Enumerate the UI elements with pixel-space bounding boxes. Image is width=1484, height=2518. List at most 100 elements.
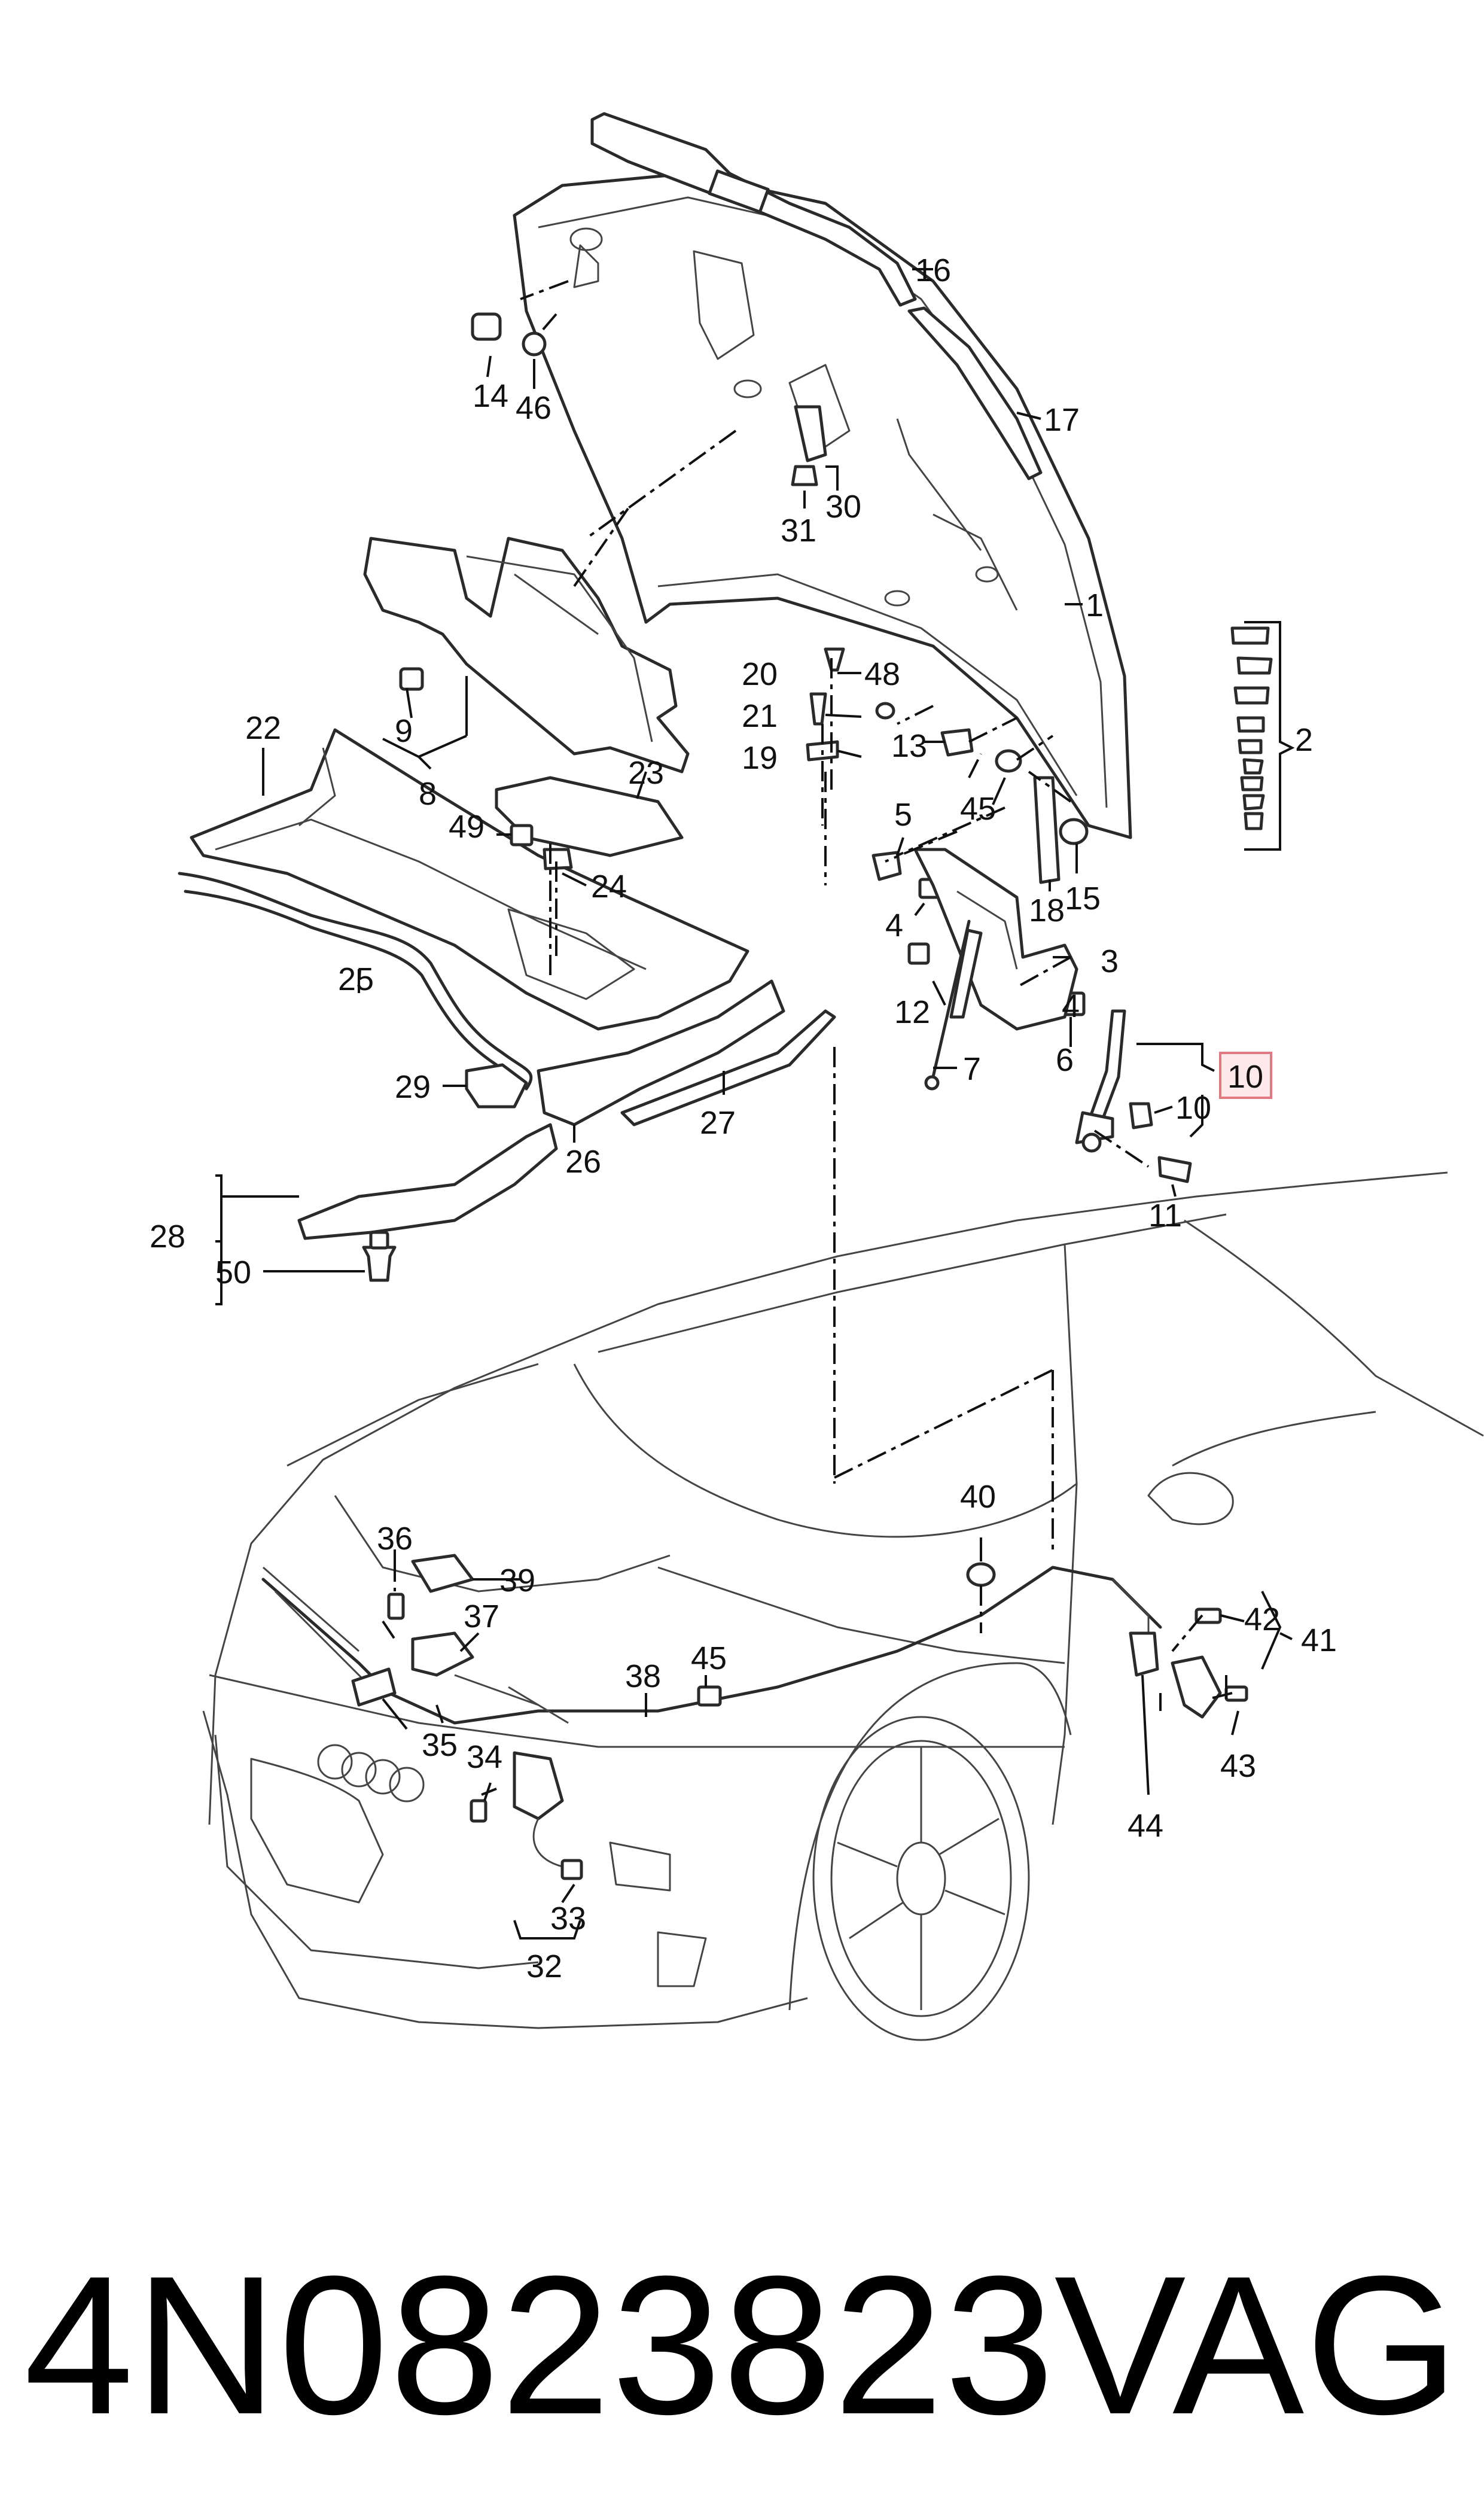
callout-11: 10 [1175,1090,1211,1126]
part-number: 4N0823823 [24,2234,1056,2455]
callout-10: 10 [1227,1059,1263,1095]
callout-34: 33 [550,1901,586,1937]
bracket-part-19 [1033,776,1061,884]
callout-47: 45 [960,791,996,827]
clip-part-9 [399,667,424,691]
clip-part-11 [1129,1102,1153,1129]
callout-16: 15 [1065,881,1101,917]
callout-labels: 16 17 1 14 46 31 30 20 48 21 19 13 45 5 … [150,252,1337,1984]
callout-4a: 4 [885,908,903,943]
grommet-part-15 [471,312,502,341]
bolt-part-37 [387,1593,405,1620]
cowl-seal [178,872,533,1091]
callout-12: 11 [1148,1198,1182,1234]
brand-label: VAG [1054,2234,1460,2455]
screw-part-22 [809,692,827,726]
callout-33: 32 [526,1948,562,1984]
callout-39: 38 [625,1658,661,1694]
grommet-part-47 [995,749,1022,773]
callout-8: 8 [419,776,437,812]
callout-31: 30 [825,489,861,525]
cowl-cover [495,776,684,857]
clip-part-46 [697,1685,722,1707]
vehicle-outline [202,1171,1484,2041]
callout-22: 21 [742,698,778,734]
o-ring-part-49 [875,702,895,720]
bracket-part-40 [411,1554,474,1593]
callout-20: 19 [742,740,778,776]
clip-part-51 [362,1231,397,1282]
callout-9: 9 [395,713,413,749]
side-trim-part-27 [537,979,785,1126]
hood-seal-strip [590,112,917,307]
callout-40: 39 [499,1563,535,1599]
callout-24: 23 [628,755,664,791]
callout-5: 6 [1056,1042,1074,1078]
hood-latch-part-38 [411,1631,474,1677]
callout-14: 13 [891,728,927,764]
callout-32: 31 [781,513,816,549]
callout-51: 50 [215,1255,251,1290]
callout-45: 44 [1128,1808,1163,1844]
bolt-part-43 [1194,1607,1222,1624]
callout-15: 14 [473,378,508,414]
bracket-part-50 [510,824,534,847]
trim-piece-part-30 [465,1063,528,1109]
callout-37: 36 [377,1521,413,1557]
grommet-part-48 [522,331,547,357]
callout-7: 7 [963,1051,981,1087]
callout-42: 41 [1301,1622,1337,1658]
handle-part-45 [1129,1631,1159,1677]
connection-lines [382,280,1233,1796]
callout-6: 5 [894,797,912,833]
callout-27: 26 [565,1144,601,1180]
bolt-part-4b [907,942,930,965]
bolt-part-35 [470,1799,487,1823]
pad-part-25 [543,848,573,870]
callout-36: 35 [422,1727,458,1763]
hood-front-seal [907,306,1043,480]
cowl-panel [190,728,749,1031]
callout-4b: 4 [1062,988,1080,1024]
callout-17: 16 [915,252,951,288]
release-lever-part-36 [351,1667,397,1707]
hood-strut-assembly-part-10 [1075,1009,1126,1153]
callout-13: 12 [894,994,930,1030]
callout-29: 28 [150,1219,185,1255]
callout-46: 45 [691,1640,727,1676]
callout-21: 20 [742,656,778,692]
hood-panel [513,172,1132,839]
callout-49: 48 [864,656,900,692]
trim-panel-part-29 [297,1123,558,1240]
callout-43: 42 [1244,1601,1280,1637]
fastener-kit-part-2 [1230,626,1273,830]
callout-23: 22 [245,710,281,746]
nut-part-6 [871,851,902,881]
callout-50: 49 [449,809,484,845]
callout-1: 1 [1086,587,1104,623]
sensor-part-34 [513,1751,564,1820]
callout-25: 24 [591,869,627,905]
callout-19: 18 [1029,893,1065,928]
callout-44: 43 [1220,1748,1256,1784]
gas-strut-part-13 [924,919,983,1091]
grommet-part-41 [966,1562,996,1587]
buffer-part-16 [1059,818,1089,845]
bracket-part-42 [1171,1655,1222,1719]
striker-part-31 [794,405,827,462]
callout-30: 29 [395,1069,431,1105]
leader-lines [215,268,1295,1940]
callout-3: 3 [1101,943,1119,979]
callout-41: 40 [960,1479,996,1515]
callout-10-highlight [1219,1052,1272,1099]
insulation-mat [363,537,690,774]
callout-38: 37 [464,1599,499,1634]
callout-28: 27 [700,1105,736,1141]
callout-18: 17 [1044,402,1080,438]
screw-part-21 [824,647,845,672]
seal-strip-part-28 [620,1009,836,1126]
bolt-part-12 [1157,1156,1192,1183]
callout-2: 2 [1295,722,1313,758]
hood-hinge-part-3 [913,848,1078,1031]
parts-diagram: 16 17 1 14 46 31 30 20 48 21 19 13 45 5 … [150,112,1484,2041]
